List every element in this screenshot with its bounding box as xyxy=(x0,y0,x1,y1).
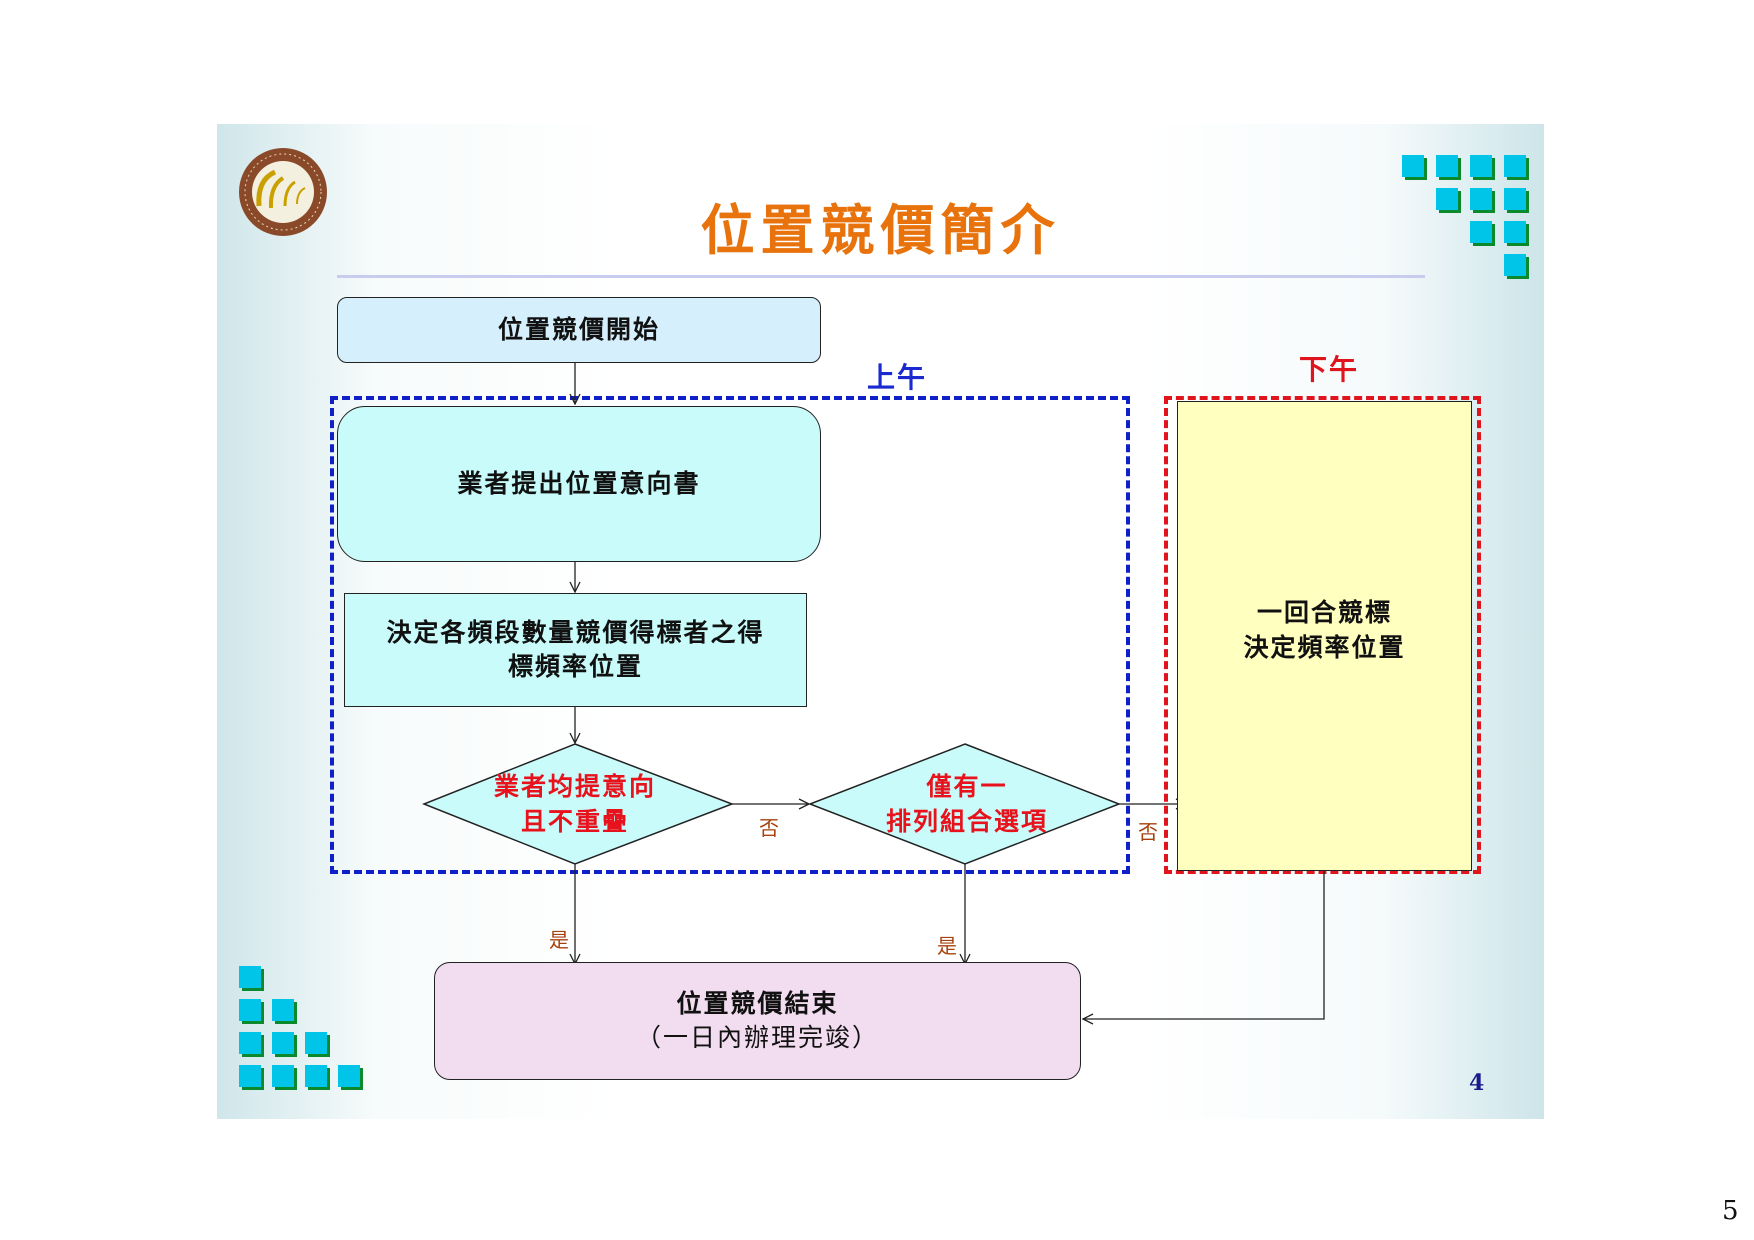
submit-intention-box: 業者提出位置意向書 xyxy=(337,406,821,562)
decide-positions-box: 決定各頻段數量競價得標者之得 標頻率位置 xyxy=(344,593,807,707)
afternoon-line1: 一回合競標 xyxy=(1256,598,1392,627)
decide-positions-line2: 標頻率位置 xyxy=(507,652,643,681)
afternoon-label: 下午 xyxy=(1299,353,1360,386)
morning-frame xyxy=(330,396,1130,874)
slide-page-number: 4 xyxy=(1469,1070,1485,1096)
decision-2-line1: 僅有一 xyxy=(926,772,1008,801)
no-label-1: 否 xyxy=(759,816,779,840)
afternoon-box: 一回合競標 決定頻率位置 xyxy=(1177,401,1472,871)
decision-1-text: 業者均提意向 且不重疊 xyxy=(454,769,696,839)
decision-2-line2: 排列組合選項 xyxy=(885,807,1048,836)
decision-1-line2: 且不重疊 xyxy=(520,807,629,836)
slide-title: 位置競價簡介 xyxy=(700,198,1061,262)
end-box: 位置競價結束 （一日內辦理完竣） xyxy=(434,962,1081,1080)
slide: 位置競價簡介 上午 下午 xyxy=(217,124,1544,1119)
morning-label: 上午 xyxy=(867,361,928,394)
yes-label-1: 是 xyxy=(549,928,569,952)
decide-positions-line1: 決定各頻段數量競價得標者之得 xyxy=(386,617,765,647)
ncc-logo-icon xyxy=(239,148,327,236)
end-line1: 位置競價結束 xyxy=(676,988,839,1018)
yes-label-2: 是 xyxy=(937,934,957,958)
title-divider xyxy=(337,275,1425,278)
document-page-number: 5 xyxy=(1722,1196,1739,1226)
no-label-2: 否 xyxy=(1138,820,1158,844)
decision-2-text: 僅有一 排列組合選項 xyxy=(827,769,1107,839)
afternoon-line2: 決定頻率位置 xyxy=(1243,632,1406,662)
decision-1-line1: 業者均提意向 xyxy=(493,772,656,801)
flow-connectors xyxy=(421,362,1325,1119)
afternoon-frame xyxy=(1164,396,1481,874)
start-box: 位置競價開始 xyxy=(337,297,821,363)
end-line2: （一日內辦理完竣） xyxy=(635,1023,879,1052)
